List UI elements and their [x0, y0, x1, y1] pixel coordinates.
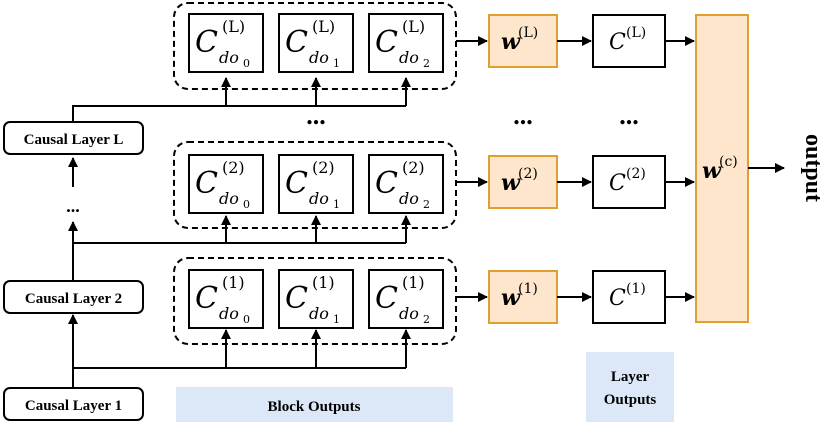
layer-output-box-L: C (L) [592, 14, 666, 68]
block-sub: do [309, 48, 329, 67]
ellipsis-layer-outputs: ... [619, 101, 639, 130]
block-base: C [285, 281, 308, 316]
layer-output-base: C [609, 171, 626, 196]
block-row1-0: C (1) do 0 [188, 269, 264, 329]
weight-box-2: w (2) [488, 155, 558, 209]
weight-box-1: w (1) [488, 270, 558, 324]
block-sup: (2) [222, 158, 245, 177]
weight-base: w [501, 170, 521, 196]
block-sub: do [219, 48, 239, 67]
layer-output-base: C [609, 286, 626, 311]
block-sup: (L) [402, 17, 425, 36]
block-row2-2: C (2) do 2 [368, 154, 444, 214]
block-sub: do [399, 48, 419, 67]
block-sup: (1) [222, 273, 245, 292]
ellipsis-weights: ... [513, 101, 533, 130]
block-sup: (2) [312, 158, 335, 177]
block-row2-0: C (2) do 0 [188, 154, 264, 214]
layer-output-sup: (1) [626, 281, 646, 297]
block-group-row1 [173, 257, 457, 345]
block-row2-1: C (2) do 1 [278, 154, 354, 214]
block-sup: (2) [402, 158, 425, 177]
block-sup: (1) [312, 273, 335, 292]
block-sub: do [399, 189, 419, 208]
output-label: output [800, 134, 826, 202]
block-sub: do [399, 304, 419, 323]
layers-vdots: ... [66, 196, 80, 216]
layer-outputs-caption-line2: Outputs [604, 392, 657, 408]
block-subidx: 1 [333, 313, 340, 326]
block-group-row2 [173, 141, 457, 229]
block-base: C [195, 281, 218, 316]
weight-sup: (2) [518, 166, 538, 182]
block-subidx: 0 [243, 57, 250, 70]
weight-base: w [501, 285, 521, 311]
block-sup: (L) [222, 17, 245, 36]
block-sub: do [309, 189, 329, 208]
block-subidx: 2 [423, 313, 430, 326]
block-rowL-2: C (L) do 2 [368, 13, 444, 73]
causal-layer-2-label: Causal Layer 2 [25, 291, 122, 307]
layer-output-base: C [609, 30, 626, 55]
layer-output-box-2: C (2) [592, 155, 666, 209]
layer-output-sup: (L) [626, 25, 646, 41]
weight-box-L: w (L) [488, 14, 558, 68]
block-sup: (1) [402, 273, 425, 292]
block-rowL-1: C (L) do 1 [278, 13, 354, 73]
layer-outputs-caption-line1: Layer [611, 369, 650, 385]
block-subidx: 1 [333, 198, 340, 211]
weight-box-c: w (c) [695, 14, 749, 323]
weight-sup: (c) [719, 154, 738, 170]
block-base: C [375, 281, 398, 316]
block-sub: do [219, 189, 239, 208]
block-base: C [195, 25, 218, 60]
block-sub: do [309, 304, 329, 323]
layer-output-box-1: C (1) [592, 270, 666, 324]
weight-base: w [501, 29, 521, 55]
causal-layer-1-label: Causal Layer 1 [25, 398, 122, 414]
block-base: C [375, 166, 398, 201]
layer-output-sup: (2) [626, 166, 646, 182]
block-subidx: 1 [333, 57, 340, 70]
block-subidx: 0 [243, 313, 250, 326]
block-subidx: 2 [423, 198, 430, 211]
block-base: C [285, 166, 308, 201]
block-outputs-caption-bg [176, 387, 453, 422]
block-group-rowL [173, 2, 457, 90]
weight-base: w [702, 158, 722, 184]
layer-outputs-caption-bg [586, 352, 674, 422]
block-row1-1: C (1) do 1 [278, 269, 354, 329]
block-outputs-caption: Block Outputs [268, 399, 361, 415]
block-subidx: 0 [243, 198, 250, 211]
feed-line-rowL [72, 105, 406, 122]
weight-sup: (1) [518, 281, 538, 297]
block-sup: (L) [312, 17, 335, 36]
block-subidx: 2 [423, 57, 430, 70]
weight-sup: (L) [518, 25, 538, 41]
block-base: C [195, 166, 218, 201]
block-base: C [375, 25, 398, 60]
ellipsis-blocks: ... [306, 101, 326, 130]
block-rowL-0: C (L) do 0 [188, 13, 264, 73]
causal-layer-L-label: Causal Layer L [24, 132, 124, 148]
block-base: C [285, 25, 308, 60]
block-sub: do [219, 304, 239, 323]
block-row1-2: C (1) do 2 [368, 269, 444, 329]
